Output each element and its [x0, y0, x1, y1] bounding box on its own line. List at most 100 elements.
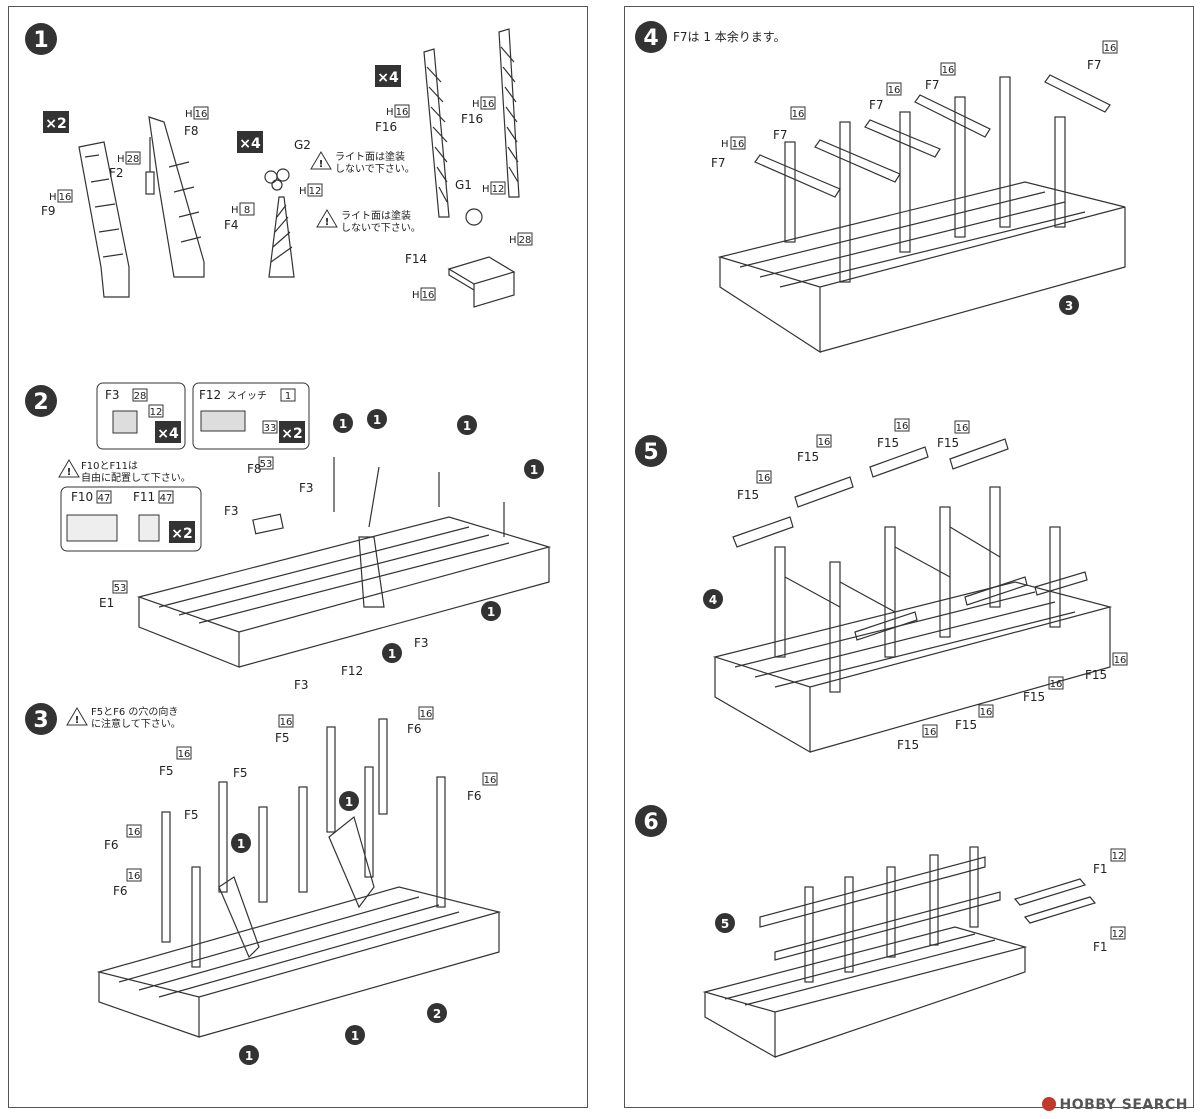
part-f11-sketch — [138, 514, 160, 542]
h-value: 16 — [758, 473, 771, 484]
step-6-number: 6 — [643, 810, 658, 835]
label-f6: F6 — [113, 884, 128, 898]
label-f15: F15 — [937, 436, 959, 450]
h-value: 16 — [1114, 655, 1127, 666]
h-box — [126, 868, 142, 882]
svg-text:1: 1 — [463, 419, 471, 433]
step-3-note: F5とF6 の穴の向きに注意して下さい。 — [91, 705, 181, 730]
multiplier-badge — [169, 521, 195, 543]
h-marker: H — [482, 184, 490, 195]
svg-text:!: ! — [319, 159, 324, 170]
right-page-drawing: 4 F7は 1 本余ります。 F7 H 16 F7 16 F7 16 — [635, 21, 1128, 1059]
warning-text-1: ライト面は塗装しないで下さい。 — [335, 150, 415, 175]
ref-badge-step5 — [715, 913, 735, 933]
label-f8: F8 — [247, 462, 262, 476]
h-value: 47 — [98, 493, 111, 504]
h-marker: H — [386, 107, 394, 118]
part-f12-sketch — [200, 410, 246, 432]
step-4: 4 F7は 1 本余ります。 F7 H 16 F7 16 F7 16 — [635, 21, 1126, 354]
warning-icon: ! — [58, 459, 80, 478]
h-box — [517, 232, 533, 246]
label-f5: F5 — [159, 764, 174, 778]
svg-text:!: ! — [325, 217, 330, 228]
multiplier-badge — [237, 131, 263, 153]
label-f3: F3 — [299, 481, 314, 495]
h-box — [112, 580, 128, 594]
step-6-badge — [635, 805, 667, 837]
ref-badge-step2-number: 2 — [433, 1007, 441, 1021]
h-marker: H — [117, 154, 125, 165]
hobby-search-logo-icon — [1041, 1097, 1056, 1111]
h-box — [258, 456, 274, 470]
warning-text-2: ライト面は塗装しないで下さい。 — [341, 209, 421, 234]
right-instruction-page: 4 F7は 1 本余ります。 F7 H 16 F7 16 F7 16 — [624, 6, 1194, 1108]
h-value: 16 — [924, 727, 937, 738]
left-page-drawing: 1 ×2 F8 H 16 F2 H 28 F9 H 16 ×4 — [25, 23, 552, 1065]
h-value: 16 — [732, 139, 745, 150]
label-f5: F5 — [275, 731, 290, 745]
h-box — [176, 746, 192, 760]
label-f6: F6 — [104, 838, 119, 852]
multiplier-text: ×4 — [377, 70, 399, 86]
label-f15: F15 — [897, 738, 919, 752]
h-value: 16 — [942, 65, 955, 76]
h-box — [756, 470, 772, 484]
box-f3-label: F3 — [105, 388, 120, 402]
h-value: 53 — [114, 583, 127, 594]
h-value: 16 — [420, 709, 433, 720]
step-3-badge — [25, 703, 57, 735]
h-marker: H — [231, 205, 239, 216]
h-value: 12 — [492, 184, 505, 195]
label-f14: F14 — [405, 252, 427, 266]
label-f15: F15 — [1085, 668, 1107, 682]
label-f1: F1 — [1093, 940, 1108, 954]
h-value: 16 — [280, 717, 293, 728]
h-value: 12 — [1112, 929, 1125, 940]
label-f5: F5 — [184, 808, 199, 822]
h-value: 16 — [980, 707, 993, 718]
h-box — [922, 724, 938, 738]
h-value: 16 — [818, 437, 831, 448]
part-f3-sketch — [112, 410, 138, 434]
ref-badge-step4 — [703, 589, 723, 609]
step-5-badge — [635, 435, 667, 467]
h-box — [940, 62, 956, 76]
multiplier-text: ×2 — [45, 116, 66, 132]
label-f16-right: F16 — [461, 112, 483, 126]
h-value: 16 — [1104, 43, 1117, 54]
ref-badge-step5-number: 5 — [721, 917, 729, 931]
multiplier-text: ×4 — [157, 426, 179, 442]
step-1: 1 ×2 F8 H 16 F2 H 28 F9 H 16 ×4 — [25, 23, 533, 308]
h-box — [790, 106, 806, 120]
h-marker: H — [721, 139, 729, 150]
svg-text:1: 1 — [388, 647, 396, 661]
step-1-number: 1 — [33, 28, 48, 53]
label-f7: F7 — [869, 98, 884, 112]
h-box — [816, 434, 832, 448]
step-5-assembly-drawing — [712, 438, 1113, 754]
h-box — [886, 82, 902, 96]
base-e1-drawing — [136, 457, 552, 668]
label-f4: F4 — [224, 218, 239, 232]
left-instruction-page: 1 ×2 F8 H 16 F2 H 28 F9 H 16 ×4 — [8, 6, 588, 1108]
h-value: 16 — [956, 423, 969, 434]
h-value: 12 — [309, 186, 322, 197]
svg-text:1: 1 — [245, 1049, 253, 1063]
h-marker: H — [299, 186, 307, 197]
multiplier-badge — [375, 65, 401, 87]
h-value: 16 — [128, 871, 141, 882]
label-f6: F6 — [467, 789, 482, 803]
ref-badge-step2 — [427, 1003, 447, 1023]
step-4-assembly-drawing — [717, 74, 1126, 354]
h-marker: H — [509, 235, 517, 246]
h-marker: H — [412, 290, 420, 301]
label-f9: F9 — [41, 204, 56, 218]
h-marker: H — [472, 99, 480, 110]
multiplier-text: ×2 — [171, 526, 192, 542]
label-f5: F5 — [233, 766, 248, 780]
h-box — [158, 490, 174, 504]
label-f8: F8 — [184, 124, 199, 138]
step-2-number: 2 — [33, 390, 48, 415]
h-value: 53 — [260, 459, 273, 470]
multiplier-badge — [155, 421, 181, 443]
